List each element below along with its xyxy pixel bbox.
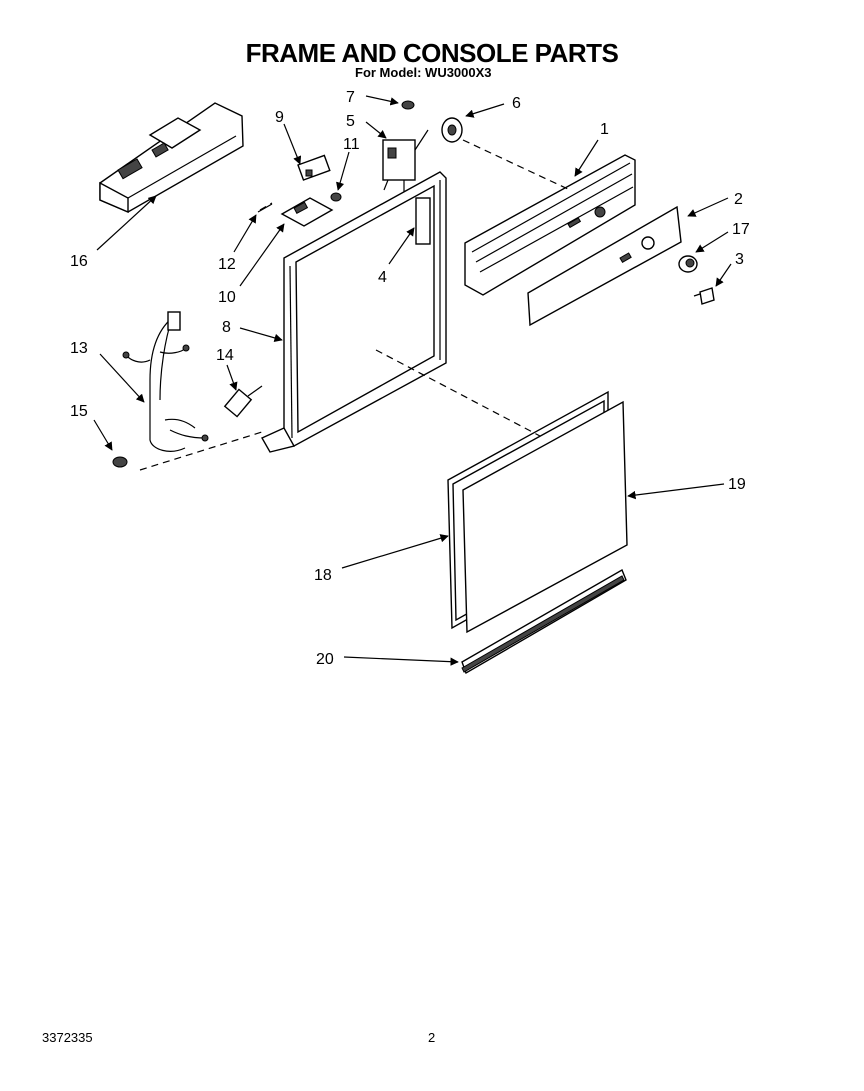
leader-2 (687, 197, 729, 217)
callout-8: 8 (222, 319, 231, 336)
assembly-line-2 (375, 349, 541, 437)
callout-20: 20 (316, 651, 334, 668)
callout-2: 2 (734, 191, 743, 208)
callout-9: 9 (275, 109, 284, 126)
leader-4 (388, 227, 415, 265)
callout-11: 11 (343, 136, 360, 153)
part-20-trim-strip (461, 568, 627, 675)
model-subtitle: For Model: WU3000X3 (355, 65, 492, 80)
part-12-spring (257, 203, 273, 213)
leader-1 (574, 139, 599, 177)
callout-18: 18 (314, 567, 332, 584)
part-19-outer-panel (462, 400, 628, 634)
leader-5 (365, 121, 387, 139)
part-13-wire-harness (122, 311, 209, 452)
part-2-overlay-panel (527, 205, 682, 327)
part-9-switch (297, 154, 331, 181)
callout-15: 15 (70, 403, 88, 420)
leader-9 (283, 123, 302, 165)
leader-20 (343, 656, 459, 666)
leader-7 (365, 95, 399, 106)
leader-14 (226, 364, 238, 391)
part-17-knob (678, 255, 698, 273)
callout-4: 4 (378, 269, 387, 286)
part-6-knob (441, 117, 463, 143)
page-title: FRAME AND CONSOLE PARTS (245, 38, 619, 68)
leader-12 (233, 214, 257, 253)
part-7-screw (401, 100, 415, 110)
leader-10 (239, 223, 285, 287)
part-10-bracket (280, 197, 334, 227)
leader-17 (695, 231, 729, 253)
part-1-control-panel (464, 154, 636, 296)
leader-19 (627, 483, 725, 500)
callout-17: 17 (732, 221, 750, 238)
callout-12: 12 (218, 256, 236, 273)
callout-6: 6 (512, 95, 521, 112)
part-4-latch (415, 197, 431, 245)
callout-5: 5 (346, 113, 355, 130)
leader-8 (239, 327, 283, 342)
callout-1: 1 (600, 121, 609, 138)
assembly-line-3 (139, 431, 263, 471)
page-number: 2 (428, 1030, 436, 1045)
leader-13 (99, 353, 145, 403)
callout-13: 13 (70, 340, 88, 357)
leader-16 (96, 195, 157, 251)
leader-18 (341, 534, 449, 569)
callout-16: 16 (70, 253, 88, 270)
leader-15 (93, 419, 113, 451)
part-15-screw (112, 456, 128, 468)
leader-6 (465, 103, 505, 118)
assembly-line-1 (462, 139, 571, 191)
part-5-switch (382, 129, 429, 192)
part-3-clip (693, 287, 715, 305)
callout-3: 3 (735, 251, 744, 268)
part-11-wire-clip (330, 192, 342, 202)
leader-3 (715, 263, 732, 287)
callout-19: 19 (728, 476, 746, 493)
callout-7: 7 (346, 89, 355, 106)
assembly-line-4 (259, 202, 273, 211)
callout-14: 14 (216, 347, 234, 364)
document-number: 3372335 (42, 1030, 93, 1045)
part-14-sensor (223, 385, 263, 418)
callout-10: 10 (218, 289, 236, 306)
part-16-console-bracket (99, 102, 244, 214)
leader-11 (336, 151, 350, 191)
